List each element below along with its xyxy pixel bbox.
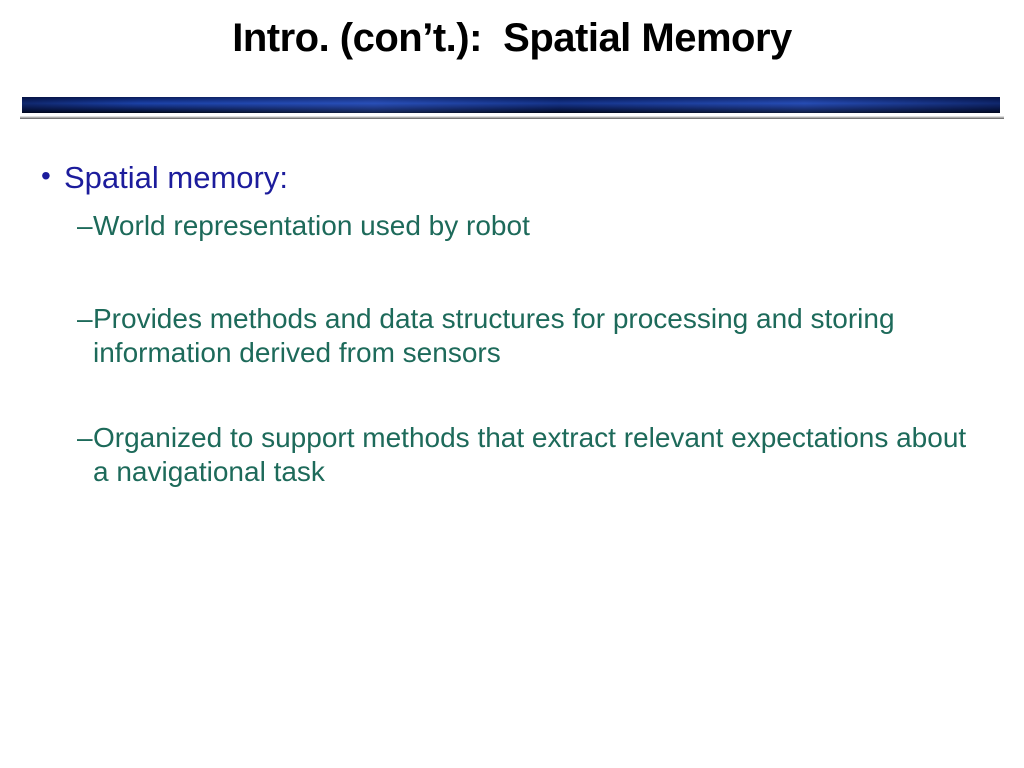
slide-title: Intro. (con’t.): Spatial Memory [232,16,792,60]
dash-marker: – [77,303,93,334]
dash-marker: – [77,210,93,241]
divider-shadow-line [20,116,1004,119]
sub-bullet-organized-support: – Organized to support methods that extr… [40,421,984,489]
slide-body: • Spatial memory: – World representation… [40,159,984,489]
bullet-text: Spatial memory: [64,160,288,195]
sub-bullet-text: Provides methods and data structures for… [93,303,895,368]
dash-marker: – [77,422,93,453]
sub-bullet-world-representation: – World representation used by robot [40,209,984,243]
sub-bullet-text: World representation used by robot [93,210,530,241]
sub-bullet-text: Organized to support methods that extrac… [93,422,967,487]
title-divider-bar [22,97,1000,113]
sub-bullet-provides-methods: – Provides methods and data structures f… [40,302,984,370]
bullet-item-spatial-memory: • Spatial memory: [40,159,984,197]
bullet-marker: • [41,160,51,191]
